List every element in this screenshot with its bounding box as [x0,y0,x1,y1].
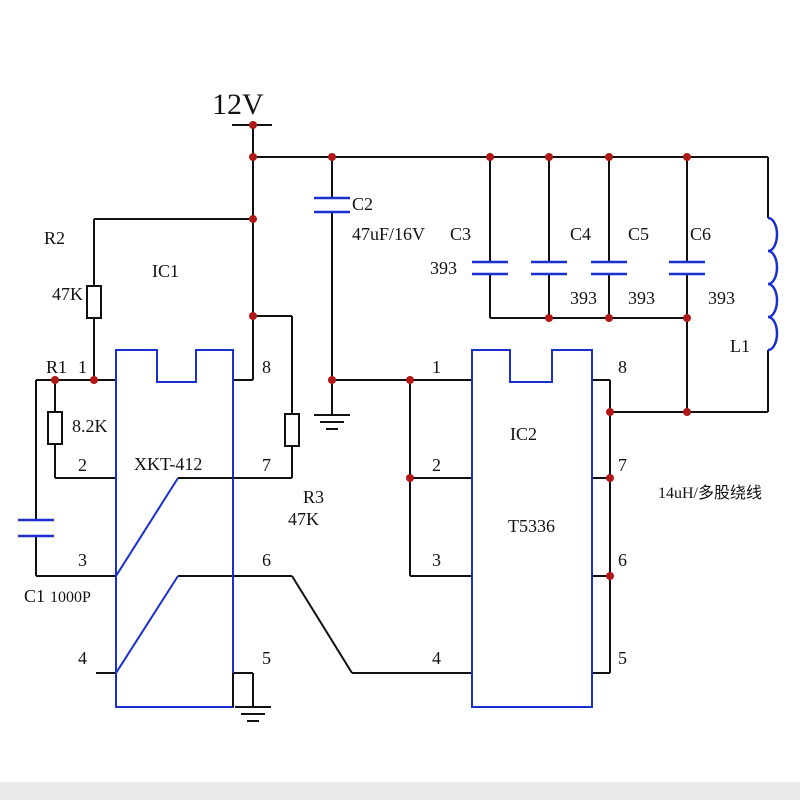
capacitor-c5 [591,260,627,276]
c1-ref-label: C1 [24,586,45,606]
r3-ref-label: R3 [303,487,324,507]
ic1-pin3-label: 3 [78,550,87,570]
c5-value-label: 393 [628,288,655,308]
capacitor-c1 [18,518,54,538]
ic1-ref-label: IC1 [152,261,179,281]
ic2-chip [471,349,593,708]
c1-value-label: 1000P [50,589,91,606]
junction-dots [51,121,691,580]
ic1-pin7-label: 7 [262,455,271,475]
resistor-r2 [86,285,102,319]
ic2-pin3-label: 3 [432,550,441,570]
c4-value-label: 393 [570,288,597,308]
capacitor-c3 [472,260,508,276]
ic2-pin1-label: 1 [432,357,441,377]
ic1-pin4-label: 4 [78,648,87,668]
c5-ref-label: C5 [628,224,649,244]
capacitor-c2 [314,196,350,214]
l1-ref-label: L1 [730,336,750,356]
ic1-pin2-label: 2 [78,455,87,475]
capacitor-c6 [669,260,705,276]
c4-ref-label: C4 [570,224,591,244]
ic2-pin2-label: 2 [432,455,441,475]
ic2-pin7-label: 7 [618,455,627,475]
ic1-pin6-label: 6 [262,550,271,570]
ic1-chip [115,349,234,708]
ic1-pin1-label: 1 [78,357,87,377]
inductor-l1 [767,216,779,352]
ic1-pin5-label: 5 [262,648,271,668]
r3-value-label: 47K [288,509,319,529]
r2-value-label: 47K [52,284,83,304]
capacitor-c4 [531,260,567,276]
r2-ref-label: R2 [44,228,65,248]
ic2-ref-label: IC2 [510,424,537,444]
ground-symbol-c2 [314,414,350,430]
ground-symbol-ic1 [235,706,271,722]
ic1-pin8-label: 8 [262,357,271,377]
supply-label: 12V [212,88,264,121]
c2-ref-label: C2 [352,194,373,214]
c3-value-label: 393 [430,258,457,278]
c2-value-label: 47uF/16V [352,224,425,244]
r1-value-label: 8.2K [72,416,108,436]
ic2-pin8-label: 8 [618,357,627,377]
c3-ref-label: C3 [450,224,471,244]
ic2-pin4-label: 4 [432,648,441,668]
supply-terminal [232,124,272,157]
r1-ref-label: R1 [46,357,67,377]
resistor-r1 [47,411,63,445]
c6-ref-label: C6 [690,224,711,244]
ic2-part-label: T5336 [508,516,555,536]
ic2-pin5-label: 5 [618,648,627,668]
ic2-pin6-label: 6 [618,550,627,570]
wiring [35,156,769,707]
resistor-r3 [284,413,300,447]
ic1-part-label: XKT-412 [134,454,202,474]
c6-value-label: 393 [708,288,735,308]
bottom-strip [0,782,800,800]
l1-note-label: 14uH/多股绕线 [658,484,762,502]
